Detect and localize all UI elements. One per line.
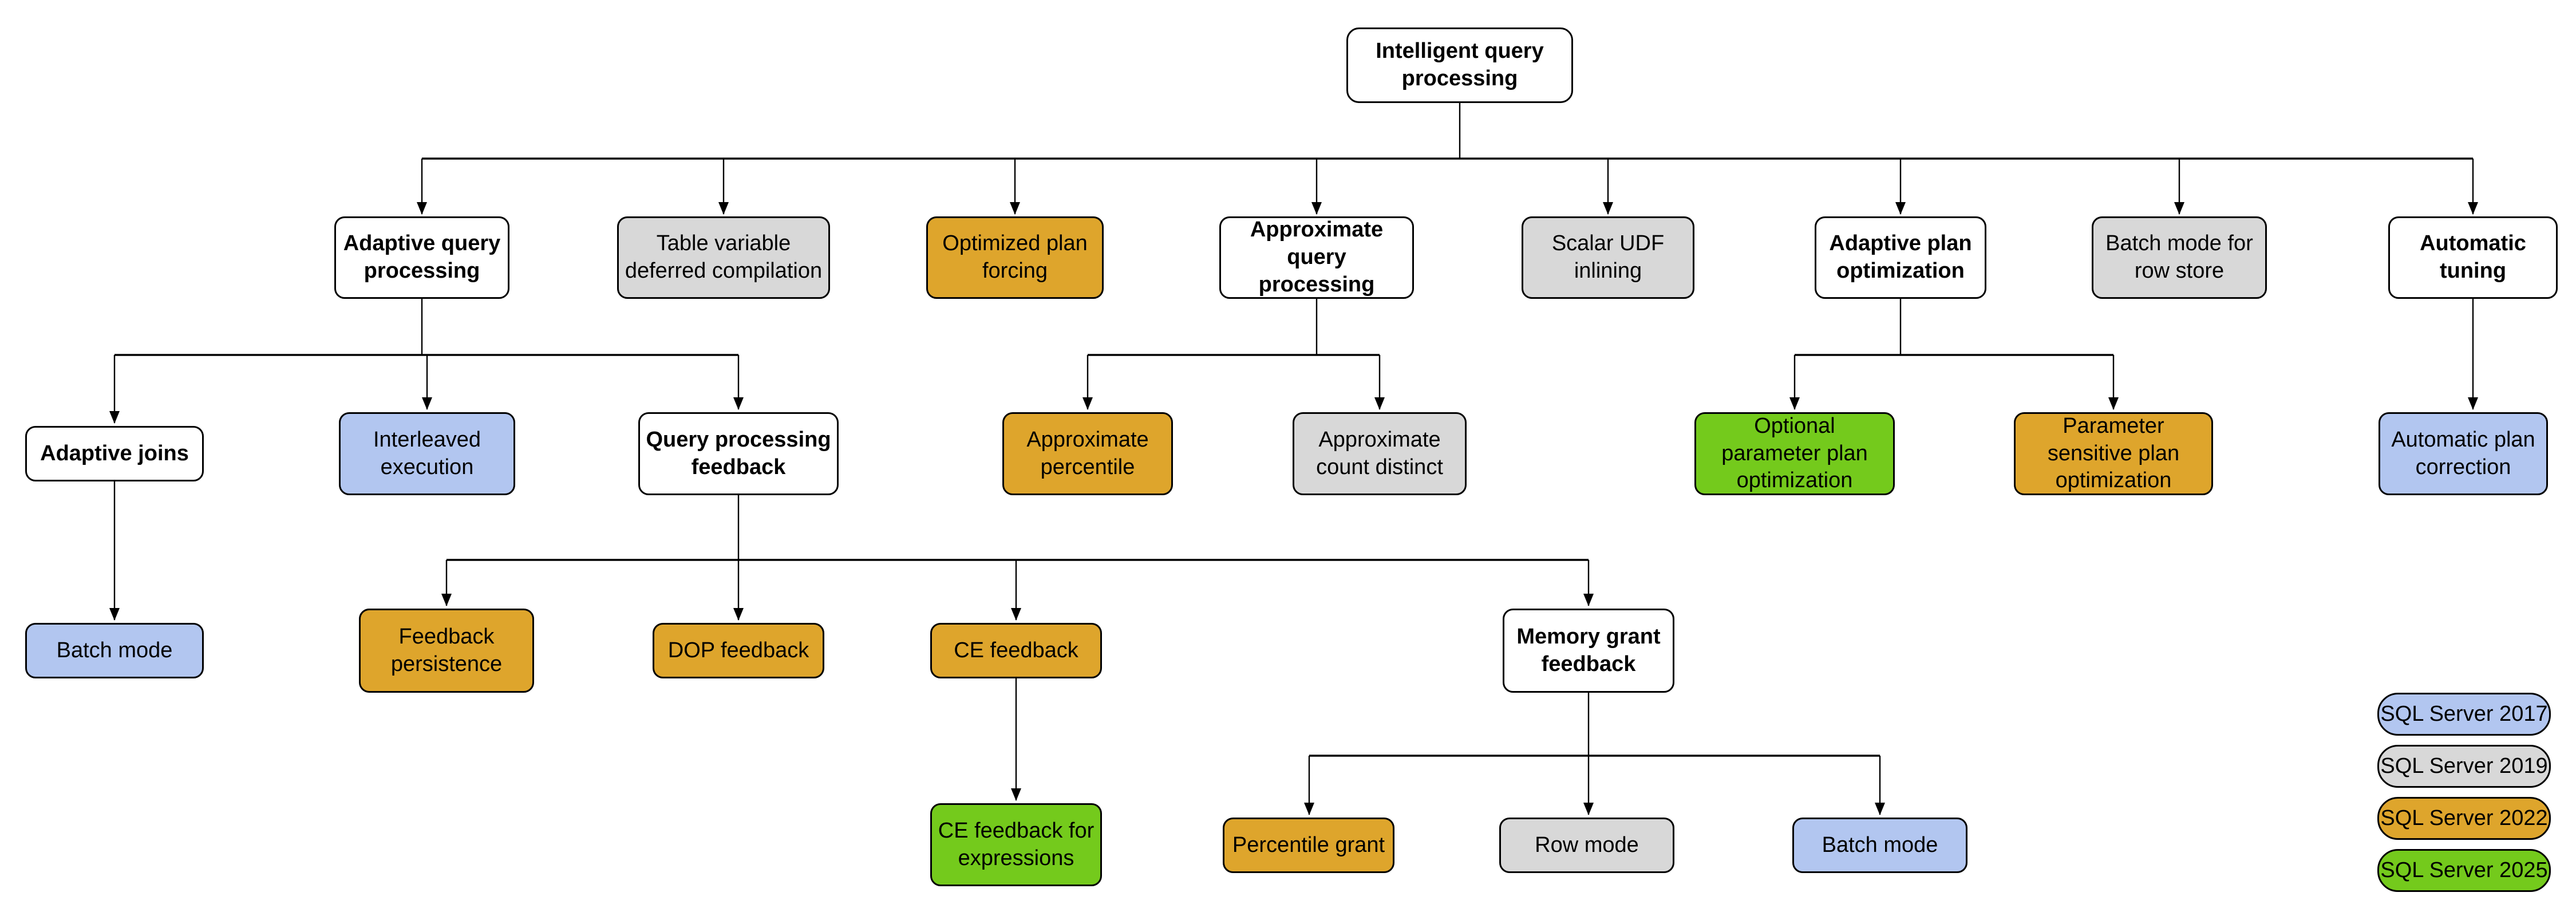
node-feedback-persistence: Feedback persistence	[359, 609, 534, 693]
node-adaptive-plan-optimization: Adaptive plan optimization	[1815, 216, 1986, 299]
node-batch-mode-for-row-store: Batch mode for row store	[2092, 216, 2267, 299]
legend-item-sql-server-2019: SQL Server 2019	[2377, 745, 2551, 788]
node-approximate-query-processing: Approximate query processing	[1219, 216, 1414, 299]
node-optional-parameter-plan-optimization: Optional parameter plan optimization	[1694, 412, 1895, 495]
node-intelligent-query-processing: Intelligent query processing	[1346, 27, 1573, 103]
node-memory-grant-feedback: Memory grant feedback	[1503, 609, 1674, 693]
node-optimized-plan-forcing: Optimized plan forcing	[926, 216, 1104, 299]
node-ce-feedback-for-expressions: CE feedback for expressions	[930, 803, 1102, 886]
node-approximate-percentile: Approximate percentile	[1002, 412, 1173, 495]
legend-item-sql-server-2022: SQL Server 2022	[2377, 797, 2551, 840]
node-adaptive-joins: Adaptive joins	[25, 426, 204, 481]
node-scalar-udf-inlining: Scalar UDF inlining	[1522, 216, 1694, 299]
node-approximate-count-distinct: Approximate count distinct	[1293, 412, 1467, 495]
node-automatic-tuning: Automatic tuning	[2388, 216, 2558, 299]
node-row-mode: Row mode	[1499, 818, 1674, 873]
node-interleaved-execution: Interleaved execution	[339, 412, 515, 495]
legend-item-sql-server-2017: SQL Server 2017	[2377, 693, 2551, 736]
node-automatic-plan-correction: Automatic plan correction	[2379, 412, 2548, 495]
node-table-variable-deferred-compilation: Table variable deferred compilation	[617, 216, 830, 299]
node-ce-feedback: CE feedback	[930, 623, 1102, 678]
node-query-processing-feedback: Query processing feedback	[638, 412, 839, 495]
node-batch-mode-adaptive-joins: Batch mode	[25, 623, 204, 678]
node-percentile-grant: Percentile grant	[1223, 818, 1394, 873]
node-batch-mode-memory-grant: Batch mode	[1792, 818, 1967, 873]
node-adaptive-query-processing: Adaptive query processing	[334, 216, 509, 299]
node-parameter-sensitive-plan-optimization: Parameter sensitive plan optimization	[2014, 412, 2213, 495]
legend-item-sql-server-2025: SQL Server 2025	[2377, 849, 2551, 892]
node-dop-feedback: DOP feedback	[653, 623, 824, 678]
